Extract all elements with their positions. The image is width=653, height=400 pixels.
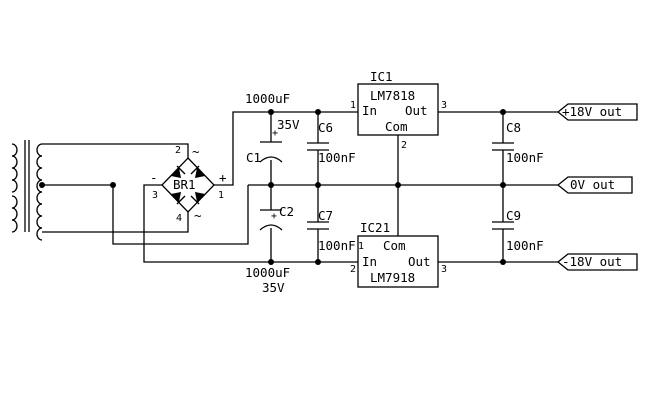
ic1-com: Com (385, 119, 408, 134)
bridge-pin3: 3 (152, 190, 158, 201)
ic2-com: Com (383, 238, 406, 253)
c7-ref: C7 (318, 208, 333, 223)
ic2-part: LM7918 (370, 270, 415, 285)
capacitor-c2: + C2 1000uF 35V (245, 204, 294, 295)
ic2-pin-out: 3 (441, 264, 447, 275)
c1-value: 1000uF (245, 91, 290, 106)
capacitor-c8: C8 100nF (492, 120, 544, 165)
c1-polarity: + (272, 128, 278, 139)
ic1-ref: IC1 (370, 69, 393, 84)
bridge-pin1: 1 (218, 190, 224, 201)
port-pos: +18V out (556, 103, 638, 121)
c6-value: 100nF (318, 150, 356, 165)
ic2-out: Out (408, 254, 431, 269)
bridge-ac-bottom: ~ (194, 208, 202, 223)
port-gnd: 0V out (556, 176, 633, 194)
bridge-pin2: 2 (175, 145, 181, 156)
bridge-pin4: 4 (176, 213, 182, 224)
c9-value: 100nF (506, 238, 544, 253)
c8-value: 100nF (506, 150, 544, 165)
c9-ref: C9 (506, 208, 521, 223)
transformer-icon (11, 140, 45, 241)
c2-polarity: + (271, 211, 277, 222)
ic1-part: LM7818 (370, 88, 415, 103)
capacitor-c9: C9 100nF (492, 208, 544, 253)
ic1-pin-in: 1 (350, 100, 356, 111)
regulator-ic21: IC21 Com In Out LM7918 2 3 1 (350, 220, 447, 288)
regulator-ic1: IC1 LM7818 In Out Com 1 3 2 (350, 69, 447, 151)
ic1-pin-com: 2 (401, 140, 407, 151)
port-gnd-label: 0V out (570, 177, 615, 192)
ic2-pin-in: 2 (350, 264, 356, 275)
bridge-rectifier-icon: BR1 2 3 4 1 + - ~ ~ (150, 144, 227, 224)
c8-ref: C8 (506, 120, 521, 135)
ic2-pin-com: 1 (358, 241, 364, 252)
c2-ref: C2 (279, 204, 294, 219)
wires (42, 111, 558, 263)
ic2-ref: IC21 (360, 220, 390, 235)
ic1-in: In (362, 103, 377, 118)
port-neg-label: -18V out (562, 254, 622, 269)
c2-voltage: 35V (262, 280, 285, 295)
c1-ref: C1 (246, 150, 261, 165)
c2-value: 1000uF (245, 265, 290, 280)
c6-ref: C6 (318, 120, 333, 135)
capacitor-c6: C6 100nF (307, 120, 356, 165)
port-neg: -18V out (556, 253, 638, 271)
ic2-in: In (362, 254, 377, 269)
bridge-minus: - (150, 170, 158, 185)
c1-voltage: 35V (277, 117, 300, 132)
junctions (110, 109, 506, 265)
bridge-ac-top: ~ (192, 144, 200, 159)
ic1-pin-out: 3 (441, 100, 447, 111)
capacitor-c1: + C1 1000uF 35V (245, 91, 300, 165)
bridge-plus: + (219, 170, 227, 185)
port-pos-label: +18V out (562, 104, 622, 119)
bridge-ref: BR1 (173, 177, 196, 192)
c7-value: 100nF (318, 238, 356, 253)
ic1-out: Out (405, 103, 428, 118)
capacitor-c7: C7 100nF (307, 208, 356, 253)
